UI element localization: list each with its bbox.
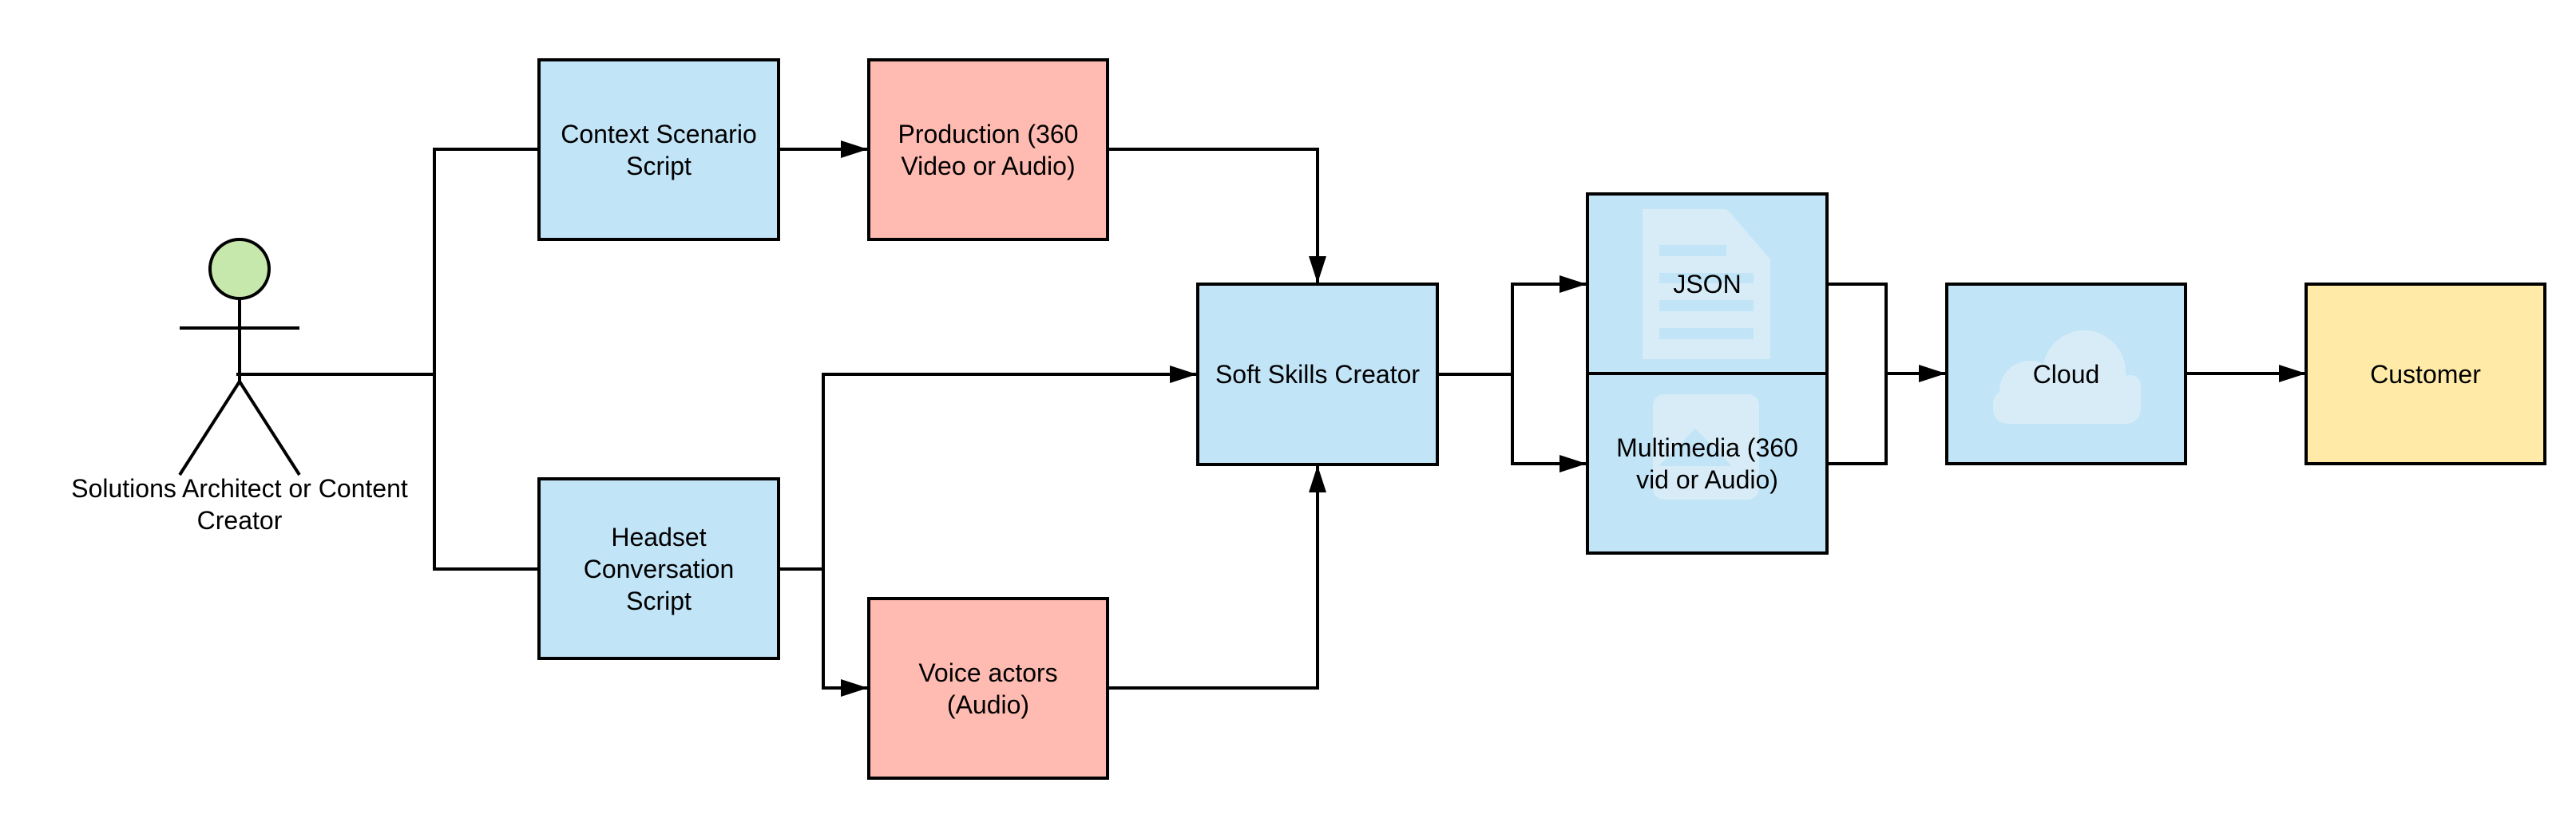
node-label: JSON: [1673, 269, 1742, 298]
connector-json-to-bracket[interactable]: [1826, 283, 1888, 465]
node-customer[interactable]: Customer: [2305, 283, 2546, 465]
connector-headset-to-voice-actors[interactable]: [822, 567, 868, 697]
node-soft-skills-creator[interactable]: Soft Skills Creator: [1196, 283, 1439, 466]
connector-soft-skills-to-multimedia[interactable]: [1511, 373, 1587, 472]
node-multimedia[interactable]: Multimedia (360 vid or Audio): [1586, 372, 1829, 555]
actor-right-leg: [238, 380, 301, 476]
node-voice-actors[interactable]: Voice actors (Audio): [867, 597, 1109, 780]
node-label: Soft Skills Creator: [1215, 360, 1421, 389]
actor-head: [208, 238, 271, 300]
node-label: Voice actors (Audio): [918, 658, 1058, 719]
node-json[interactable]: JSON: [1586, 192, 1829, 375]
node-label: Context Scenario Script: [561, 119, 757, 180]
connector-production-to-soft-skills[interactable]: [1108, 148, 1326, 283]
connector-voice-to-soft-skills[interactable]: [1108, 465, 1326, 690]
node-cloud[interactable]: Cloud: [1945, 283, 2187, 465]
node-context-scenario-script[interactable]: Context Scenario Script: [537, 58, 780, 241]
actor-left-leg: [178, 380, 241, 476]
node-label: Customer: [2370, 359, 2481, 389]
node-label: Headset Conversation Script: [583, 522, 735, 615]
node-label: Production (360 Video or Audio): [898, 119, 1079, 180]
actor-label: Solutions Architect or Content Creator: [71, 474, 408, 535]
node-label: Cloud: [2032, 359, 2100, 389]
node-production[interactable]: Production (360 Video or Audio): [867, 58, 1109, 241]
node-headset-conversation-script[interactable]: Headset Conversation Script: [537, 477, 780, 660]
connector-soft-skills-to-json[interactable]: [1511, 275, 1587, 374]
node-label: Multimedia (360 vid or Audio): [1616, 433, 1798, 494]
connector-headset-to-soft-skills[interactable]: [822, 366, 1197, 569]
actor-figure[interactable]: [178, 238, 301, 476]
